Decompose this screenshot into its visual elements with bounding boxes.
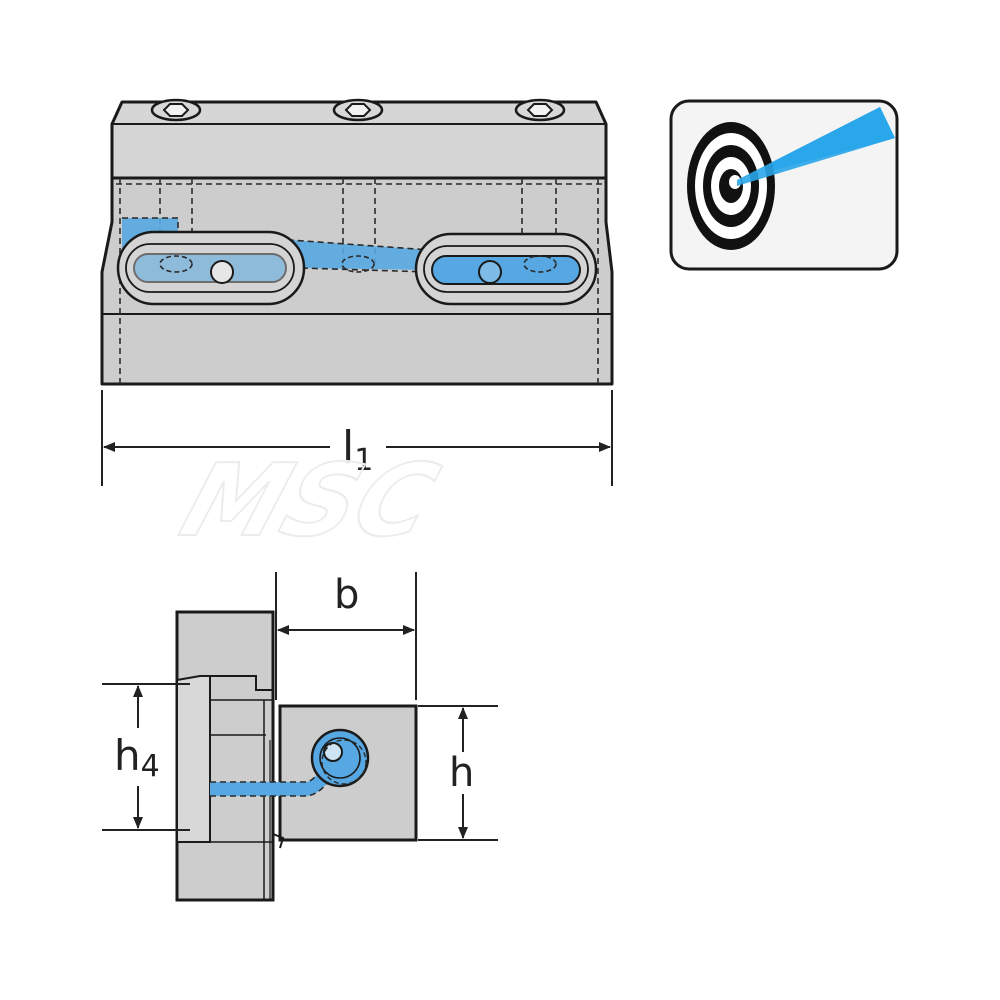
height-label: h [449,750,474,796]
height-4-label: h4 [114,731,160,784]
watermark: MSC [168,443,451,559]
dimension-height-4: h4 [102,683,190,831]
dimension-length: l1 [101,390,613,486]
screw-head-1-icon [150,98,202,122]
precision-coolant-badge [669,99,899,271]
target-coolant-icon [687,107,895,250]
holder-body [100,176,614,386]
holder-top-view [100,98,614,386]
dimension-height: h [418,705,498,841]
screw-heads [150,98,566,122]
insert-screw-icon [310,728,370,788]
screw-head-2-icon [332,98,384,122]
left-clamp-slot [116,230,306,306]
dimension-width: b [275,572,417,700]
side-coolant-channel [210,758,344,796]
holder-side-view [175,610,418,902]
screw-head-3-icon [514,98,566,122]
length-label: l1 [342,422,373,478]
right-clamp-slot [414,232,598,306]
width-label: b [334,572,359,618]
